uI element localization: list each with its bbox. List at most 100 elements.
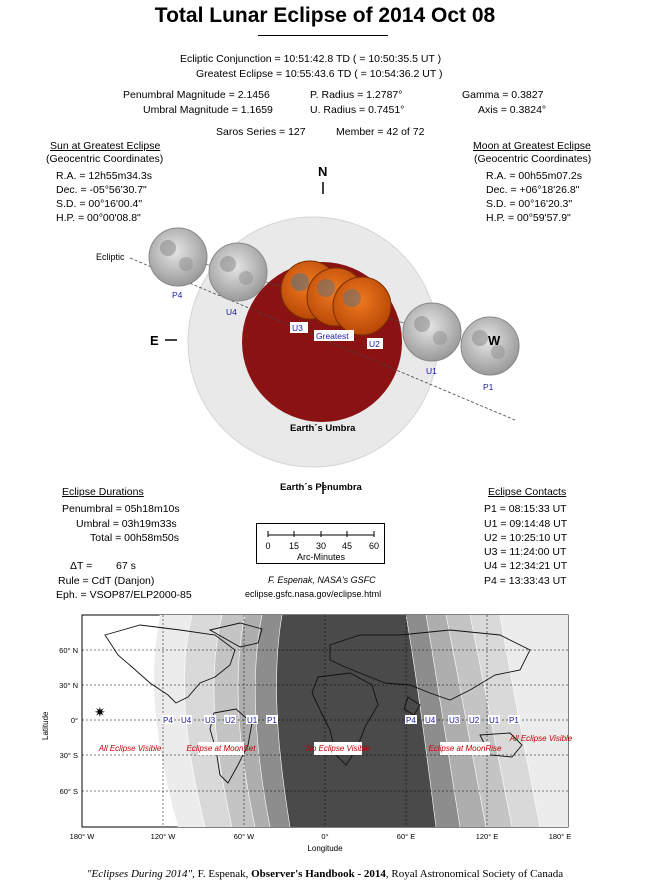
ecliptic-label: Ecliptic <box>96 252 125 262</box>
scale-tick-0: 0 <box>265 541 270 551</box>
page-title: Total Lunar Eclipse of 2014 Oct 08 <box>154 4 496 27</box>
map-east-u3: U3 <box>449 716 460 725</box>
delta-t-value: 67 s <box>116 560 136 572</box>
sun-hp: H.P. = 00°00'08.8" <box>56 212 141 224</box>
map-ylabel: Latitude <box>41 711 50 740</box>
duration-umbral: Umbral = 03h19m33s <box>76 518 177 530</box>
map-west-p1: P1 <box>267 716 277 725</box>
map-east-u4: U4 <box>425 716 436 725</box>
sun-dec: Dec. = -05°56'30.7" <box>56 184 147 196</box>
map-west-u2: U2 <box>225 716 236 725</box>
contact-label-u2: U2 <box>369 339 380 349</box>
moon-u2 <box>332 276 392 336</box>
credit-url: eclipse.gsfc.nasa.gov/eclipse.html <box>245 589 382 599</box>
zone-moonset: Eclipse at MoonSet <box>187 744 257 753</box>
footer-title: "Eclipses During 2014" <box>86 868 193 880</box>
arc-minute-scale: 0 15 30 45 60 Arc-Minutes <box>256 523 385 564</box>
footer-handbook: Observer's Handbook - 2014 <box>251 868 386 880</box>
contact-u2-time: U2 = 10:25:10 UT <box>484 532 568 544</box>
contact-label-p4: P4 <box>172 290 183 300</box>
p-radius: P. Radius = 1.2787° <box>310 89 403 101</box>
footer-citation: "Eclipses During 2014", F. Espenak, Obse… <box>0 868 650 880</box>
contacts-heading: Eclipse Contacts <box>488 486 567 498</box>
duration-total: Total = 00h58m50s <box>90 532 180 544</box>
contact-box-greatest <box>314 330 354 341</box>
contact-label-greatest: Greatest <box>316 331 349 341</box>
zone-all-visible-right: All Eclipse Visible <box>509 734 573 743</box>
scale-tick-60: 60 <box>369 541 379 551</box>
contact-u1-time: U1 = 09:14:48 UT <box>484 518 568 530</box>
lon-tick-120e: 120° E <box>476 832 499 841</box>
penumbra-label: Earth´s Penumbra <box>280 482 363 493</box>
lon-tick-180e: 180° E <box>549 832 572 841</box>
footer-society: , Royal Astronomical Society of Canada <box>385 868 564 880</box>
map-east-u1: U1 <box>489 716 500 725</box>
sun-heading: Sun at Greatest Eclipse <box>50 140 161 152</box>
moon-sd: S.D. = 00°16'20.3" <box>486 198 573 210</box>
contact-p1-time: P1 = 08:15:33 UT <box>484 503 567 515</box>
map-west-u1: U1 <box>247 716 258 725</box>
zone-no-eclipse: No Eclipse Visible <box>306 744 370 753</box>
lat-tick-60n: 60° N <box>59 646 78 655</box>
lon-tick-60w: 60° W <box>234 832 255 841</box>
map-east-p1: P1 <box>509 716 519 725</box>
lat-tick-60s: 60° S <box>60 787 78 796</box>
greatest-eclipse-time: Greatest Eclipse = 10:55:43.6 TD ( = 10:… <box>196 68 443 80</box>
map-west-u4: U4 <box>181 716 192 725</box>
moon-heading: Moon at Greatest Eclipse <box>473 140 591 152</box>
moon-dec: Dec. = +06°18'26.8" <box>486 184 580 196</box>
scale-label: Arc-Minutes <box>297 552 346 562</box>
title-underline <box>258 35 388 36</box>
contact-label-u4: U4 <box>226 307 237 317</box>
moon-u1 <box>402 302 462 362</box>
greatest-eclipse-star-icon: ✷ <box>94 705 106 721</box>
contact-box-u3 <box>290 322 308 333</box>
moon-ra: R.A. = 00h55m07.2s <box>486 170 583 182</box>
lon-tick-0: 0° <box>321 832 328 841</box>
visibility-map: ✷ P4 U4 U3 U2 U1 P1 P4 U4 U3 U2 U1 P1 Al… <box>41 614 573 853</box>
scale-tick-45: 45 <box>342 541 352 551</box>
moon-p1 <box>460 316 520 376</box>
zone-all-visible-left: All Eclipse Visible <box>98 744 162 753</box>
contact-u4-time: U4 = 12:34:21 UT <box>484 560 568 572</box>
lon-tick-60e: 60° E <box>397 832 415 841</box>
contact-label-u3: U3 <box>292 323 303 333</box>
contact-label-u1: U1 <box>426 366 437 376</box>
lat-tick-0: 0° <box>71 716 78 725</box>
moon-coords-note: (Geocentric Coordinates) <box>474 153 592 165</box>
continent-outlines <box>104 622 531 784</box>
credit-author: F. Espenak, NASA's GSFC <box>268 575 376 585</box>
delta-t-label: ΔT = <box>70 560 93 572</box>
lat-tick-30n: 30° N <box>59 681 78 690</box>
saros-member: Member = 42 of 72 <box>336 126 425 138</box>
contact-u3-time: U3 = 11:24:00 UT <box>484 546 567 558</box>
contact-box-u2 <box>367 338 383 349</box>
svg-text:✷: ✷ <box>94 705 106 721</box>
compass-west: W <box>488 333 501 348</box>
lon-tick-180w: 180° W <box>70 832 96 841</box>
footer-author: , F. Espenak, <box>192 868 252 880</box>
visibility-zones <box>153 614 568 828</box>
umbra-label: Earth´s Umbra <box>290 423 356 434</box>
sun-coords-note: (Geocentric Coordinates) <box>46 153 164 165</box>
moon-u4 <box>208 242 268 302</box>
moon-hp: H.P. = 00°59'57.9" <box>486 212 571 224</box>
map-west-u3: U3 <box>205 716 216 725</box>
zone-moonrise: Eclipse at MoonRise <box>429 744 502 753</box>
eclipse-geometry-diagram: P4 U4 U3 Greatest U2 U1 P1 N S E W Eclip… <box>96 164 520 494</box>
lon-tick-120w: 120° W <box>151 832 177 841</box>
axis: Axis = 0.3824° <box>478 104 547 116</box>
ecliptic-conjunction: Ecliptic Conjunction = 10:51:42.8 TD ( =… <box>180 53 442 65</box>
u-radius: U. Radius = 0.7451° <box>310 104 405 116</box>
sun-ra: R.A. = 12h55m34.3s <box>56 170 153 182</box>
ephemeris: Eph. = VSOP87/ELP2000-85 <box>56 589 192 601</box>
gamma: Gamma = 0.3827 <box>462 89 544 101</box>
duration-penumbral: Penumbral = 05h18m10s <box>62 503 180 515</box>
contact-p4-time: P4 = 13:33:43 UT <box>484 575 567 587</box>
scale-tick-30: 30 <box>316 541 326 551</box>
map-xlabel: Longitude <box>307 844 343 853</box>
saros-series: Saros Series = 127 <box>216 126 306 138</box>
map-east-u2: U2 <box>469 716 480 725</box>
durations-heading: Eclipse Durations <box>62 486 144 498</box>
danjon-rule: Rule = CdT (Danjon) <box>58 575 155 587</box>
